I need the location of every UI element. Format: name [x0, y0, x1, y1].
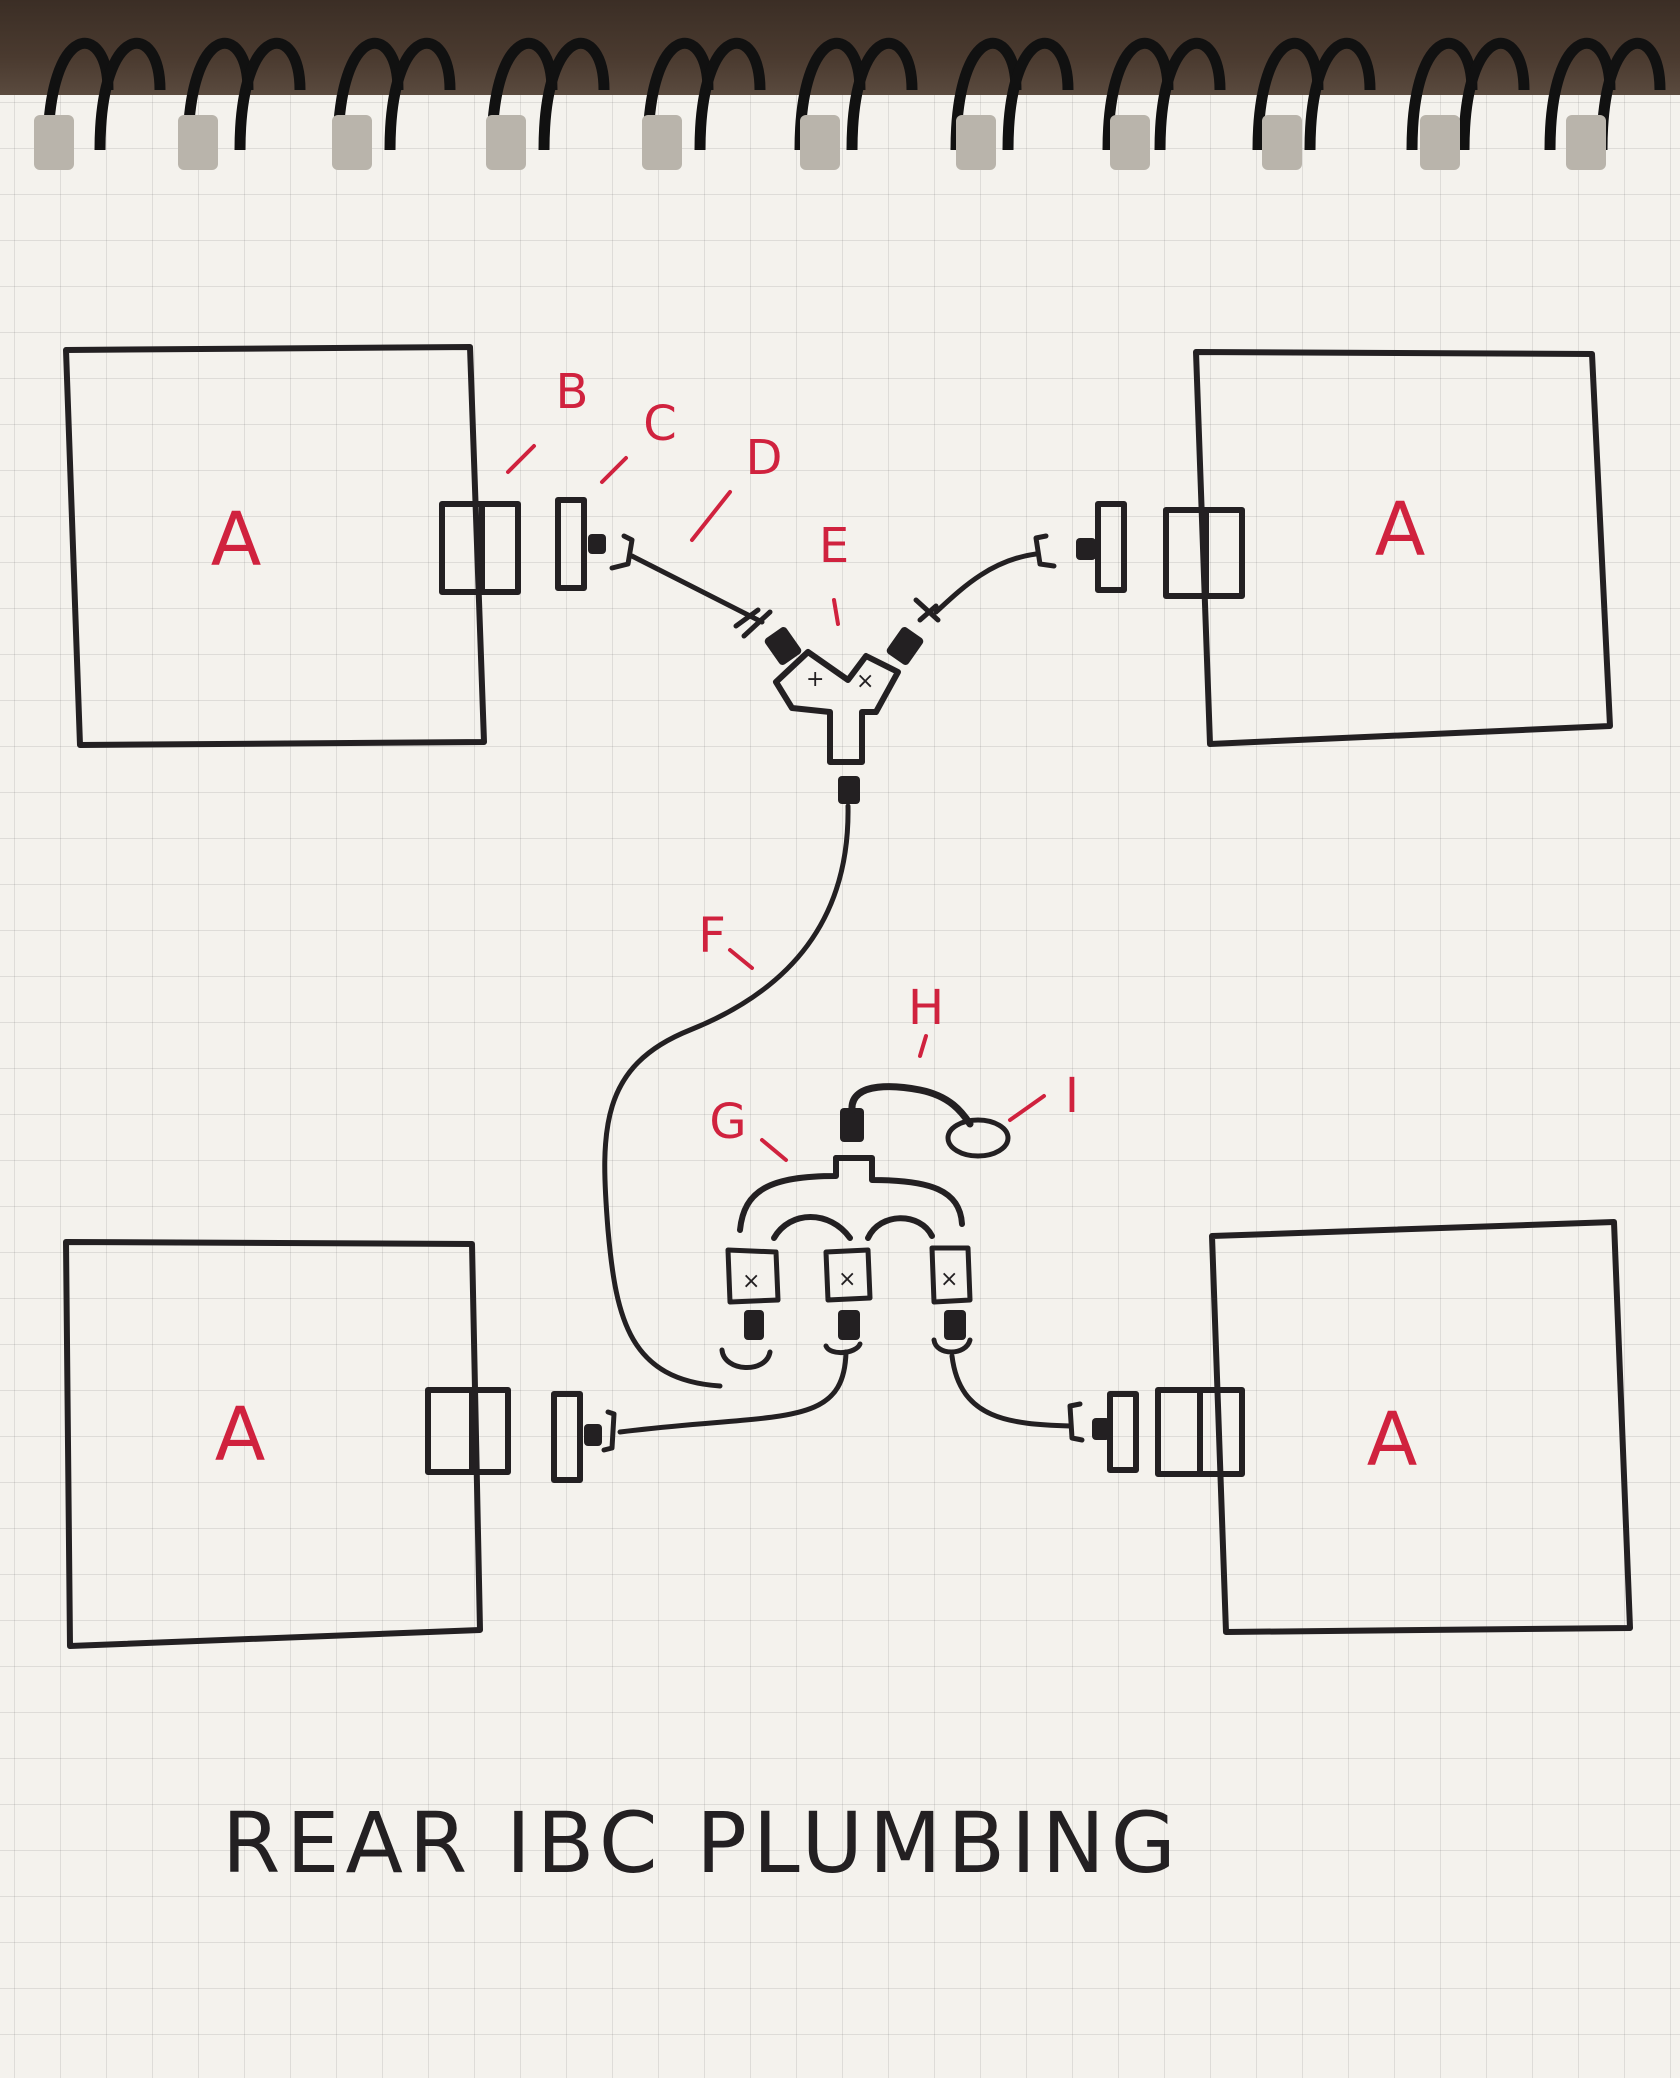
tank-label: A — [215, 1392, 266, 1478]
leader-lines — [506, 444, 1046, 1162]
page-title: REAR IBC PLUMBING — [222, 1794, 1182, 1892]
spiral-rings — [42, 37, 1666, 151]
ibc-tank-bottom-left: A — [63, 1239, 483, 1649]
label-h: H — [908, 980, 944, 1036]
label-d: D — [746, 430, 783, 486]
svg-text:×: × — [742, 1269, 760, 1294]
label-c: C — [643, 396, 677, 452]
tank-label: A — [1367, 1397, 1418, 1483]
svg-text:×: × — [940, 1267, 958, 1292]
svg-text:×: × — [838, 1267, 856, 1292]
valve-fitting-bottom-left — [425, 1387, 617, 1483]
hose-top-right — [933, 551, 1039, 615]
valve-fitting-bottom-right — [1067, 1387, 1245, 1477]
label-f: F — [698, 908, 726, 964]
ibc-tank-top-right: A — [1193, 349, 1613, 747]
valve-fitting-top-left — [439, 497, 635, 595]
binding-holes — [34, 115, 1606, 170]
label-b: B — [556, 364, 589, 420]
ibc-tank-bottom-right: A — [1209, 1219, 1633, 1635]
y-fitting-top: + × — [733, 597, 941, 804]
tank-label: A — [1375, 487, 1426, 573]
label-e: E — [819, 518, 849, 574]
ibc-tank-top-left: A — [63, 344, 487, 748]
hose-top-left — [629, 553, 765, 625]
tank-label: A — [211, 497, 262, 583]
hose-main — [602, 803, 851, 1389]
valve-fitting-top-right — [1033, 501, 1245, 599]
hose-bottom-left — [617, 1349, 849, 1435]
label-i: I — [1065, 1068, 1079, 1124]
svg-text:+: + — [806, 667, 824, 692]
svg-text:×: × — [856, 669, 874, 694]
hose-bottom-right — [949, 1353, 1073, 1429]
label-g: G — [709, 1094, 746, 1150]
manifold-bottom: × × × — [719, 1083, 1011, 1370]
